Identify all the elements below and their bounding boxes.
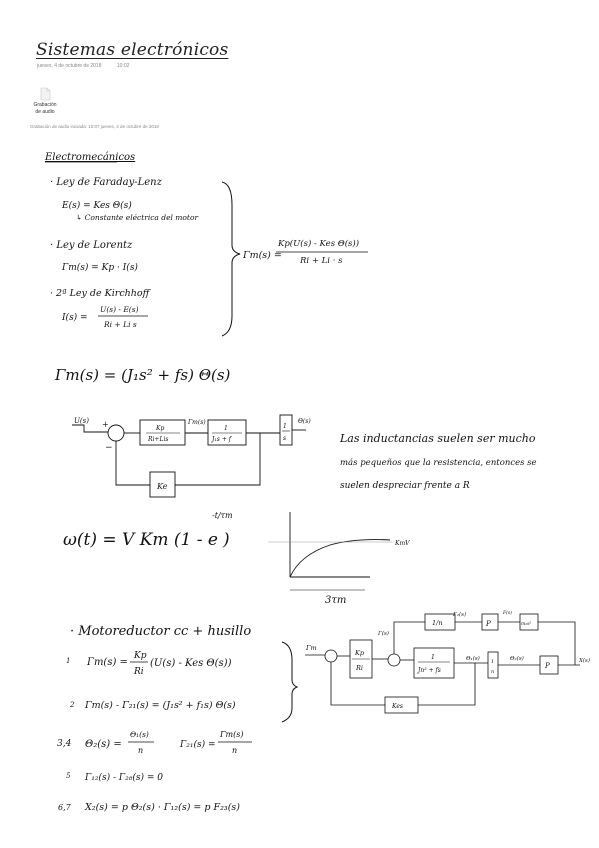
lorentz-law: · Ley de Lorentz (50, 240, 133, 251)
eq34a-num: Θ₁(s) (130, 730, 149, 739)
bd2-gamma2: Γ₂(s) (452, 611, 466, 618)
bd2-block2-den: Jn² + fs (416, 667, 441, 674)
page-title: Sistemas electrónicos (36, 40, 229, 60)
eq67: X₂(s) = p Θ₂(s) · Γ₁₂(s) = p F₂₃(s) (84, 802, 240, 813)
remark-line3: suelen despreciar frente a R (340, 481, 470, 491)
remark-line1: Las inductancias suelen ser mucho (339, 432, 536, 445)
bd2-block3-num: 1 (491, 659, 494, 665)
kirchhoff-num: U(s) - E(s) (100, 305, 139, 314)
eq2-number: 2 (69, 701, 75, 709)
audio-file-icon[interactable] (38, 87, 52, 101)
bd1-block2-den: J₁s + f (210, 436, 233, 443)
result-num: Kp(U(s) - Kes Θ(s)) (277, 238, 359, 249)
eq5-number: 5 (66, 772, 71, 780)
motor-title: · Motoreductor cc + husillo (70, 624, 251, 639)
omega-close: ) (222, 530, 230, 550)
audio-attachment-label[interactable]: Grabación de audio (30, 102, 60, 116)
bd1-feedback: Ke (156, 482, 168, 491)
bd2-feedback-top: 1/n (432, 619, 443, 627)
recording-note: Grabación de audio iniciada: 10:07 jueve… (30, 124, 159, 129)
eq34b-lhs: Γ₂₁(s) = (179, 739, 216, 750)
eq5: Γ₁₂(s) - Γ₂₈(s) = 0 (84, 772, 163, 783)
bd1-block1-num: Kp (155, 425, 164, 432)
bd2-block3-den: n (491, 669, 494, 675)
kirchhoff-law: · 2ª Ley de Kirchhoff (50, 288, 152, 299)
kirchhoff-den: Ri + Li s (103, 320, 137, 329)
lorentz-eq: Γm(s) = Kp · I(s) (61, 262, 138, 273)
bd2-kes: Kes (391, 703, 403, 710)
eq2: Γm(s) - Γ₂₁(s) = (J₁s² + f₁s) Θ(s) (84, 700, 236, 711)
bd2-output: X(s) (578, 657, 590, 664)
bd1-input: U(s) (74, 417, 89, 425)
faraday-eq: E(s) = Kes Θ(s) (61, 200, 132, 211)
bd2-block1-num: Kp (354, 649, 365, 657)
graph-label: KmV (394, 540, 410, 547)
eq1-number: 1 (66, 657, 70, 665)
kirchhoff-lhs: I(s) = (61, 312, 88, 323)
bd1-block2-num: 1 (224, 425, 228, 432)
page-meta: jueves, 4 de octubre de 2018 10:02 (37, 63, 143, 69)
bd1-output: Θ(s) (298, 418, 311, 425)
eq1-frac-den: Ri (133, 667, 144, 677)
omega-exp: -t/τm (212, 511, 233, 520)
eq67-number: 6,7 (58, 803, 72, 812)
bd1-block3-den: s (283, 435, 286, 442)
bd1-minus: − (105, 443, 113, 453)
page-date: jueves, 4 de octubre de 2018 (37, 63, 102, 69)
bd1-gamma: Γm(s) (187, 419, 206, 426)
bd2-gamma: Γ(s) (377, 630, 389, 637)
bd2-p: P (544, 662, 550, 670)
audio-label-line1: Grabación (33, 102, 57, 108)
bd2-theta2: Θ₂(s) (510, 655, 524, 662)
audio-label-line2: de audio (35, 109, 55, 115)
eq1-lhs: Γm(s) = (86, 657, 128, 668)
bd1-plus: + (102, 420, 109, 429)
bd2-p2: P (485, 620, 491, 628)
bd2-block1-den: Ri (355, 664, 363, 672)
bd1-block1-den: Ri+Lis (147, 436, 168, 443)
faraday-law: · Ley de Faraday-Lenz (50, 177, 163, 188)
bd2-input: Γm (305, 644, 317, 652)
notes-heading: Electromecánicos (44, 152, 135, 163)
bd2-F: F(s) (502, 609, 512, 616)
result-den: Ri + Li · s (299, 256, 343, 266)
eq1-frac-num: Kp (133, 651, 147, 661)
eq34b-den: n (232, 746, 237, 755)
result-lhs: Γm(s) = (242, 250, 282, 261)
bd2-theta1: Θ₁(s) (466, 655, 480, 662)
torque-eq: Γm(s) = (J₁s² + fs) Θ(s) (54, 366, 231, 384)
graph-xlabel: 3τm (325, 595, 346, 606)
remark-line2: más pequeños que la resistencia, entonce… (340, 457, 537, 468)
eq34a-den: n (138, 746, 143, 755)
omega-eq: ω(t) = V Km (1 - e (63, 530, 218, 550)
faraday-note: ↳ Constante eléctrica del motor (76, 213, 198, 222)
eq34a-lhs: Θ₂(s) = (85, 739, 122, 750)
bd1-block3-num: 1 (283, 423, 287, 430)
page-time: 10:02 (116, 63, 130, 69)
bd2-block2-num: 1 (431, 654, 435, 661)
eq34b-num: Γm(s) (219, 730, 243, 739)
eq1-rest: (U(s) - Kes Θ(s)) (150, 658, 232, 669)
bd2-mr: m₂s² (521, 621, 531, 627)
eq34-number: 3,4 (57, 739, 72, 749)
